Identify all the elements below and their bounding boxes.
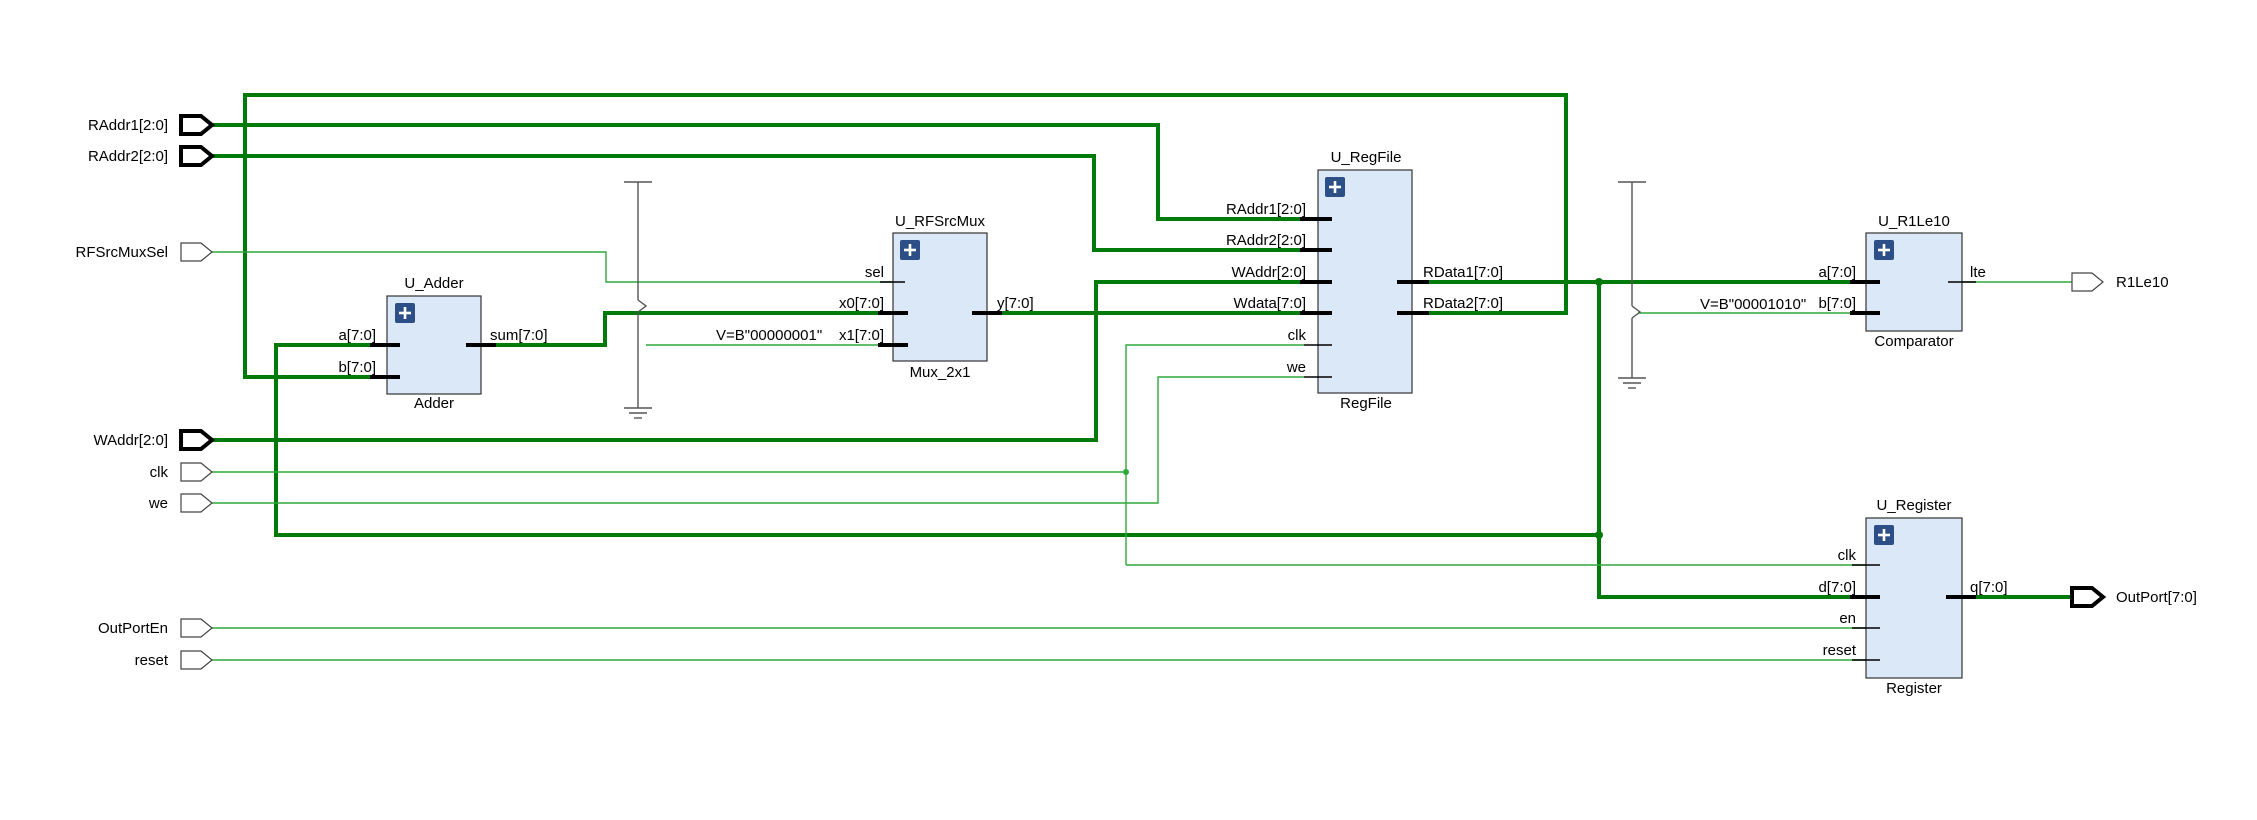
const-value-2: V=B"00001010" [1700,296,1806,313]
port-raddr1-label: RAddr1[2:0] [88,117,168,134]
regfile-type-name: RegFile [1340,395,1392,412]
port-r1le10-label: R1Le10 [2116,274,2169,291]
port-outport[interactable]: OutPort[7:0] [2070,586,2197,608]
register-instance-name: U_Register [1876,497,1951,514]
comparator-type-name: Comparator [1874,333,1953,350]
junction-dot [1595,531,1603,539]
regfile-pin-wdata-label: Wdata[7:0] [1233,295,1306,312]
register-pin-clk-label: clk [1838,547,1857,564]
port-reset[interactable]: reset [135,650,213,670]
wire-rdata1-branch[interactable] [1597,282,1880,599]
wire-clk-up[interactable] [1125,344,1304,565]
junction-dot [1123,469,1129,475]
adder-instance-name: U_Adder [404,275,463,292]
wire-q-loop[interactable] [274,343,1599,537]
expand-icon[interactable] [900,240,920,260]
port-reset-label: reset [135,652,169,669]
expand-icon[interactable] [395,303,415,323]
port-outporten[interactable]: OutPortEn [98,618,213,638]
regfile-pin-raddr1-label: RAddr1[2:0] [1226,201,1306,218]
expand-icon[interactable] [1325,177,1345,197]
regfile-pin-rdata1-label: RData1[7:0] [1423,264,1503,281]
port-waddr-label: WAddr[2:0] [94,432,168,449]
port-we-label: we [148,495,168,512]
adder-pin-sum-label: sum[7:0] [490,327,548,344]
junction-dot [1595,278,1603,286]
block-comparator[interactable]: U_R1Le10 a[7:0] b[7:0] lte Comparator [1818,213,1985,350]
regfile-pin-clk-label: clk [1288,327,1307,344]
comparator-pin-a-label: a[7:0] [1818,264,1856,281]
bus-wires [212,93,2072,599]
mux-pin-y-label: y[7:0] [997,295,1034,312]
port-r1le10[interactable]: R1Le10 [2071,272,2169,292]
port-outporten-label: OutPortEn [98,620,168,637]
register-pin-d-label: d[7:0] [1818,579,1856,596]
wire-raddr1[interactable] [212,123,1304,221]
expand-icon[interactable] [1874,525,1894,545]
port-outport-label: OutPort[7:0] [2116,589,2197,606]
const-value-1: V=B"00000001" [716,327,822,344]
expand-icon[interactable] [1874,240,1894,260]
block-adder[interactable]: U_Adder a[7:0] b[7:0] sum[7:0] Adder [338,275,547,412]
port-rfsrcmuxsel[interactable]: RFSrcMuxSel [75,242,213,262]
port-waddr[interactable]: WAddr[2:0] [94,429,216,451]
port-clk[interactable]: clk [150,462,213,482]
port-rfsrcmuxsel-label: RFSrcMuxSel [75,244,168,261]
register-pin-en-label: en [1839,610,1856,627]
register-pin-reset-label: reset [1823,642,1857,659]
port-raddr2[interactable]: RAddr2[2:0] [88,145,216,167]
mux-pin-x1-label: x1[7:0] [839,327,884,344]
block-mux[interactable]: U_RFSrcMux sel x0[7:0] x1[7:0] y[7:0] Mu… [839,213,1034,381]
comparator-instance-name: U_R1Le10 [1878,213,1950,230]
wire-sum-to-x0[interactable] [482,311,892,347]
adder-type-name: Adder [414,395,454,412]
adder-pin-b-label: b[7:0] [338,359,376,376]
register-type-name: Register [1886,680,1942,697]
regfile-pin-rdata2-label: RData2[7:0] [1423,295,1503,312]
adder-pin-a-label: a[7:0] [338,327,376,344]
block-regfile[interactable]: U_RegFile RAddr1[2:0] RAddr2[2:0] WAddr[… [1226,149,1503,412]
mux-pin-sel-label: sel [865,264,884,281]
comparator-pin-lte-label: lte [1970,264,1986,281]
port-clk-label: clk [150,464,169,481]
mux-type-name: Mux_2x1 [910,364,971,381]
port-raddr2-label: RAddr2[2:0] [88,148,168,165]
register-pin-q-label: q[7:0] [1970,579,2008,596]
regfile-pin-we-label: we [1286,359,1306,376]
net-wires [212,251,2072,661]
wire-raddr2[interactable] [212,154,1304,252]
mux-pin-x0-label: x0[7:0] [839,295,884,312]
regfile-pin-raddr2-label: RAddr2[2:0] [1226,232,1306,249]
wire-we[interactable] [212,376,1304,504]
comparator-pin-b-label: b[7:0] [1818,295,1856,312]
wire-sel[interactable] [212,251,892,283]
regfile-body[interactable] [1317,169,1413,394]
wire-rdata2-loop[interactable] [243,93,1568,379]
port-we[interactable]: we [148,493,213,513]
regfile-instance-name: U_RegFile [1331,149,1402,166]
wire-waddr[interactable] [212,280,1304,442]
const-symbol-2 [1618,181,1646,389]
port-raddr1[interactable]: RAddr1[2:0] [88,114,216,136]
regfile-pin-waddr-label: WAddr[2:0] [1232,264,1306,281]
block-register[interactable]: U_Register clk d[7:0] en reset q[7:0] Re… [1818,497,2007,697]
const-symbol-1 [624,181,652,419]
mux-instance-name: U_RFSrcMux [895,213,986,230]
